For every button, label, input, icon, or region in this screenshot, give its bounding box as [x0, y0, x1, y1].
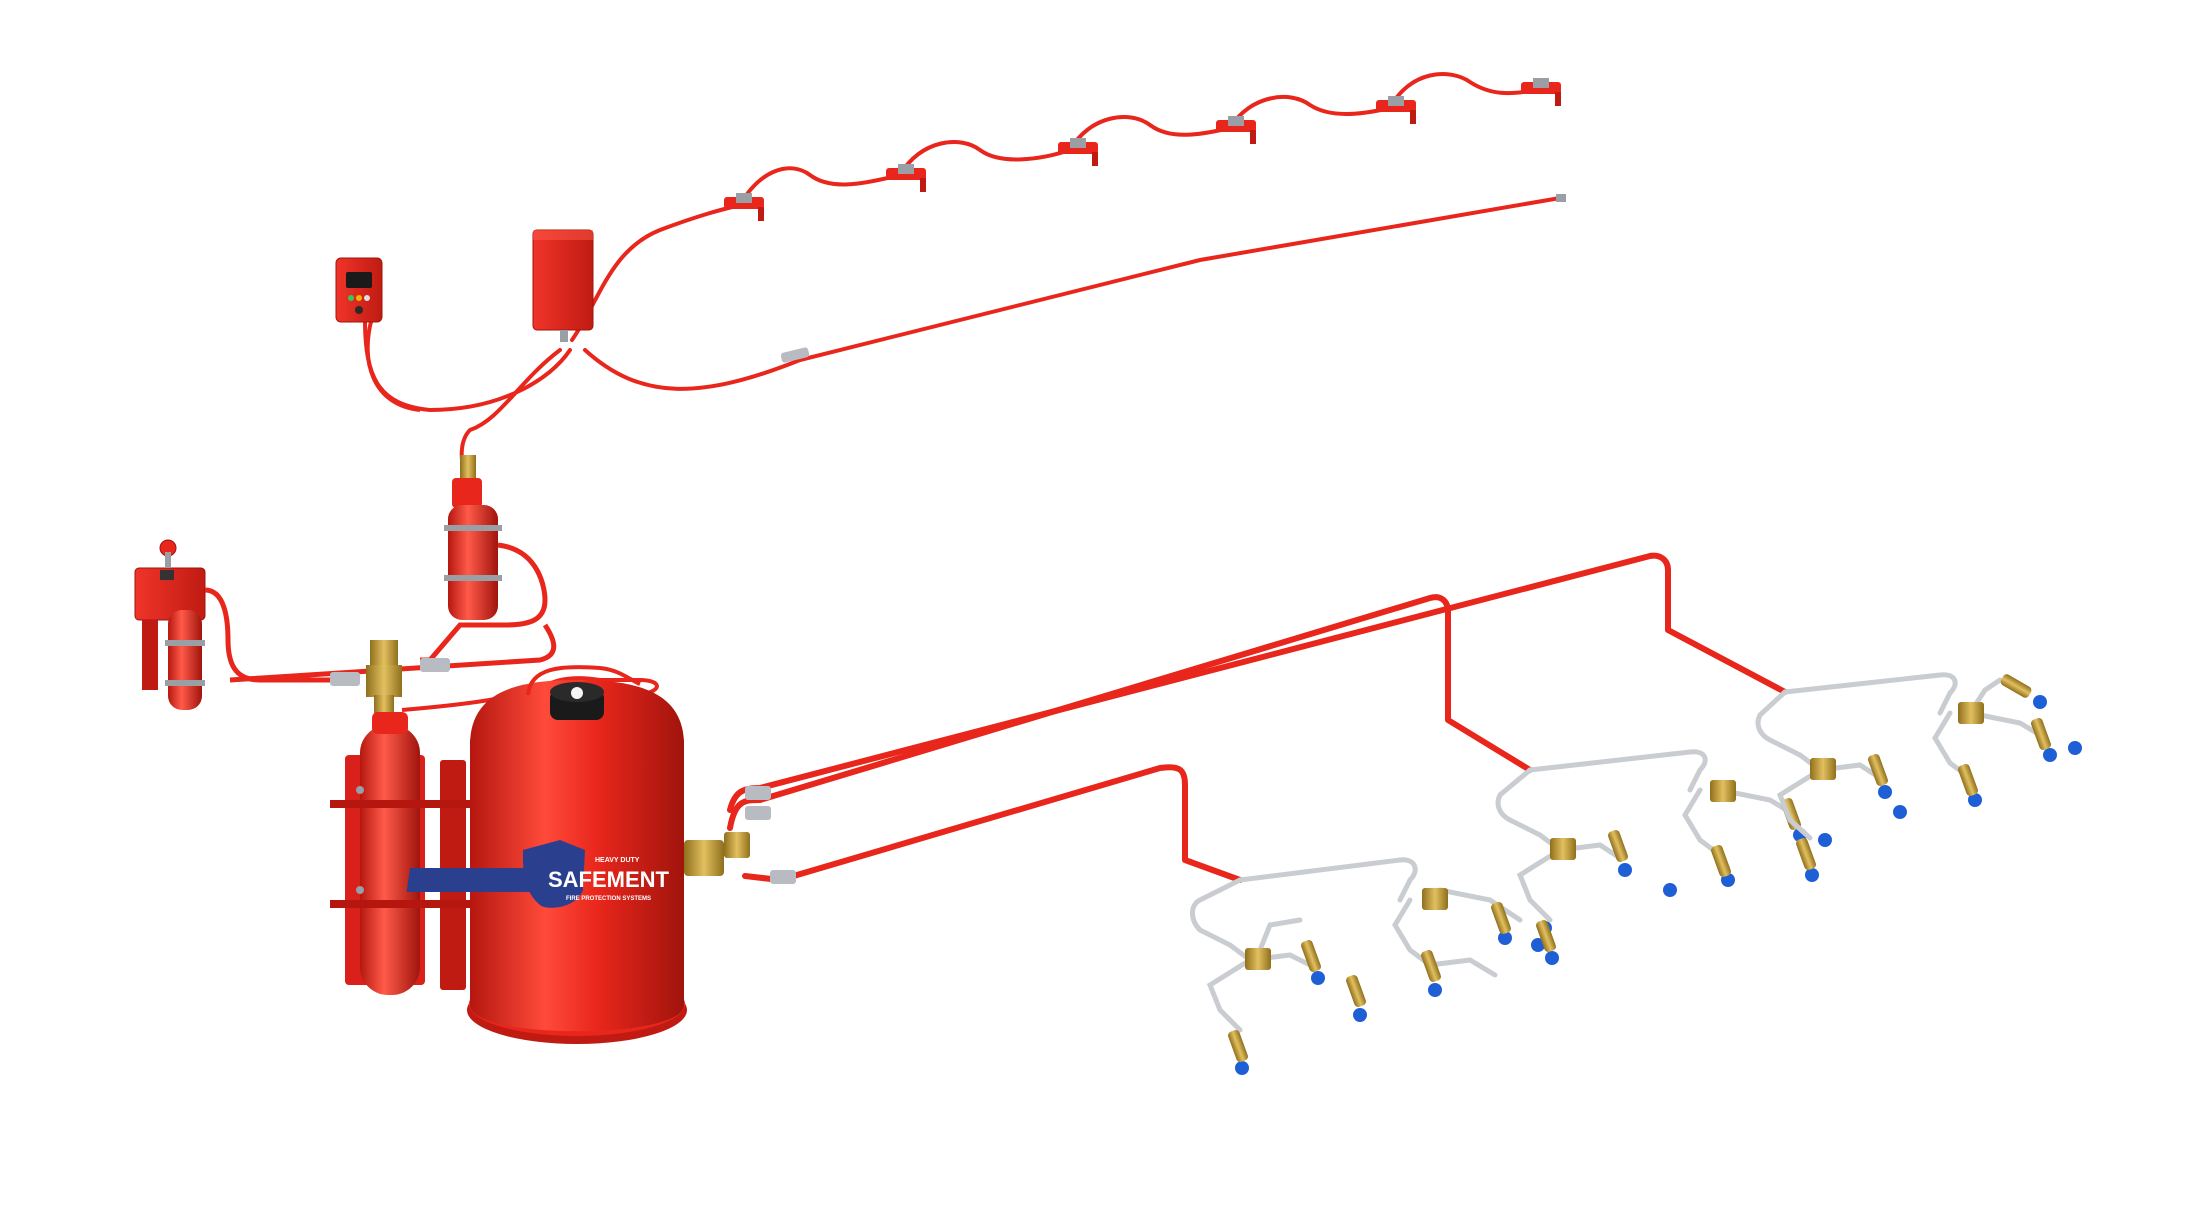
tank-logo-heavy-duty: HEAVY DUTY: [595, 857, 640, 864]
inline-coupler-icon: [780, 347, 810, 363]
nozzle-icon: [1498, 931, 1512, 945]
manifold-b-fittings: [1536, 780, 1832, 965]
heat-detector-icon: [1058, 138, 1098, 166]
cylinder-icon: [360, 725, 420, 995]
manifold-a: [1190, 857, 1523, 1033]
nozzle-icon: [1311, 971, 1325, 985]
actuator-icon: [448, 505, 498, 620]
main-agent-tank: SAFEMENT HEAVY DUTY FIRE PROTECTION SYST…: [406, 665, 750, 1044]
distribution-piping: [727, 552, 1788, 884]
box-icon: [532, 229, 594, 331]
tank-outlet-valve: [684, 840, 724, 876]
nozzle-icon: [1818, 833, 1832, 847]
extinguisher-icon: [168, 610, 202, 710]
junction-box: [532, 229, 594, 342]
nozzle-icon: [1968, 793, 1982, 807]
tank-logo: SAFEMENT HEAVY DUTY FIRE PROTECTION SYST…: [406, 840, 670, 908]
tank-logo-tagline: FIRE PROTECTION SYSTEMS: [566, 896, 651, 902]
nozzle-icon: [1805, 868, 1819, 882]
nozzle-icon: [2068, 741, 2082, 755]
nozzle-manifolds: [1190, 672, 2082, 1075]
heat-detector-icon: [886, 164, 926, 192]
nozzle-icon: [1618, 863, 1632, 877]
nozzle-icon: [2033, 695, 2047, 709]
heat-detector-icon: [1521, 78, 1561, 106]
manifold-b: [1495, 749, 1798, 923]
heat-detector-icon: [1376, 96, 1416, 124]
display-panel-icon: [346, 272, 372, 288]
nozzle-icon: [1353, 1008, 1367, 1022]
manifold-a-fittings: [1228, 888, 1552, 1075]
nozzle-icon: [1531, 938, 1545, 952]
heat-detector-icon: [724, 193, 764, 221]
actuator-cylinder: [420, 455, 548, 663]
manual-release-cylinder: [134, 539, 330, 710]
heat-detector-icon: [1216, 116, 1256, 144]
end-of-line-icon: [1556, 194, 1566, 202]
nozzle-icon: [1545, 951, 1559, 965]
tank-logo-brand: SAFEMENT: [548, 867, 670, 892]
manifold-c-fittings: [1796, 674, 2082, 882]
nozzle-icon: [1235, 1061, 1249, 1075]
nozzle-icon: [1663, 883, 1677, 897]
pilot-cylinder: [330, 712, 470, 995]
nozzle-icon: [1428, 983, 1442, 997]
nozzle-icon: [1878, 785, 1892, 799]
nozzle-icon: [2043, 748, 2057, 762]
detection-heads: [724, 78, 1566, 363]
nozzle-icon: [1893, 805, 1907, 819]
control-panel: [335, 257, 421, 412]
